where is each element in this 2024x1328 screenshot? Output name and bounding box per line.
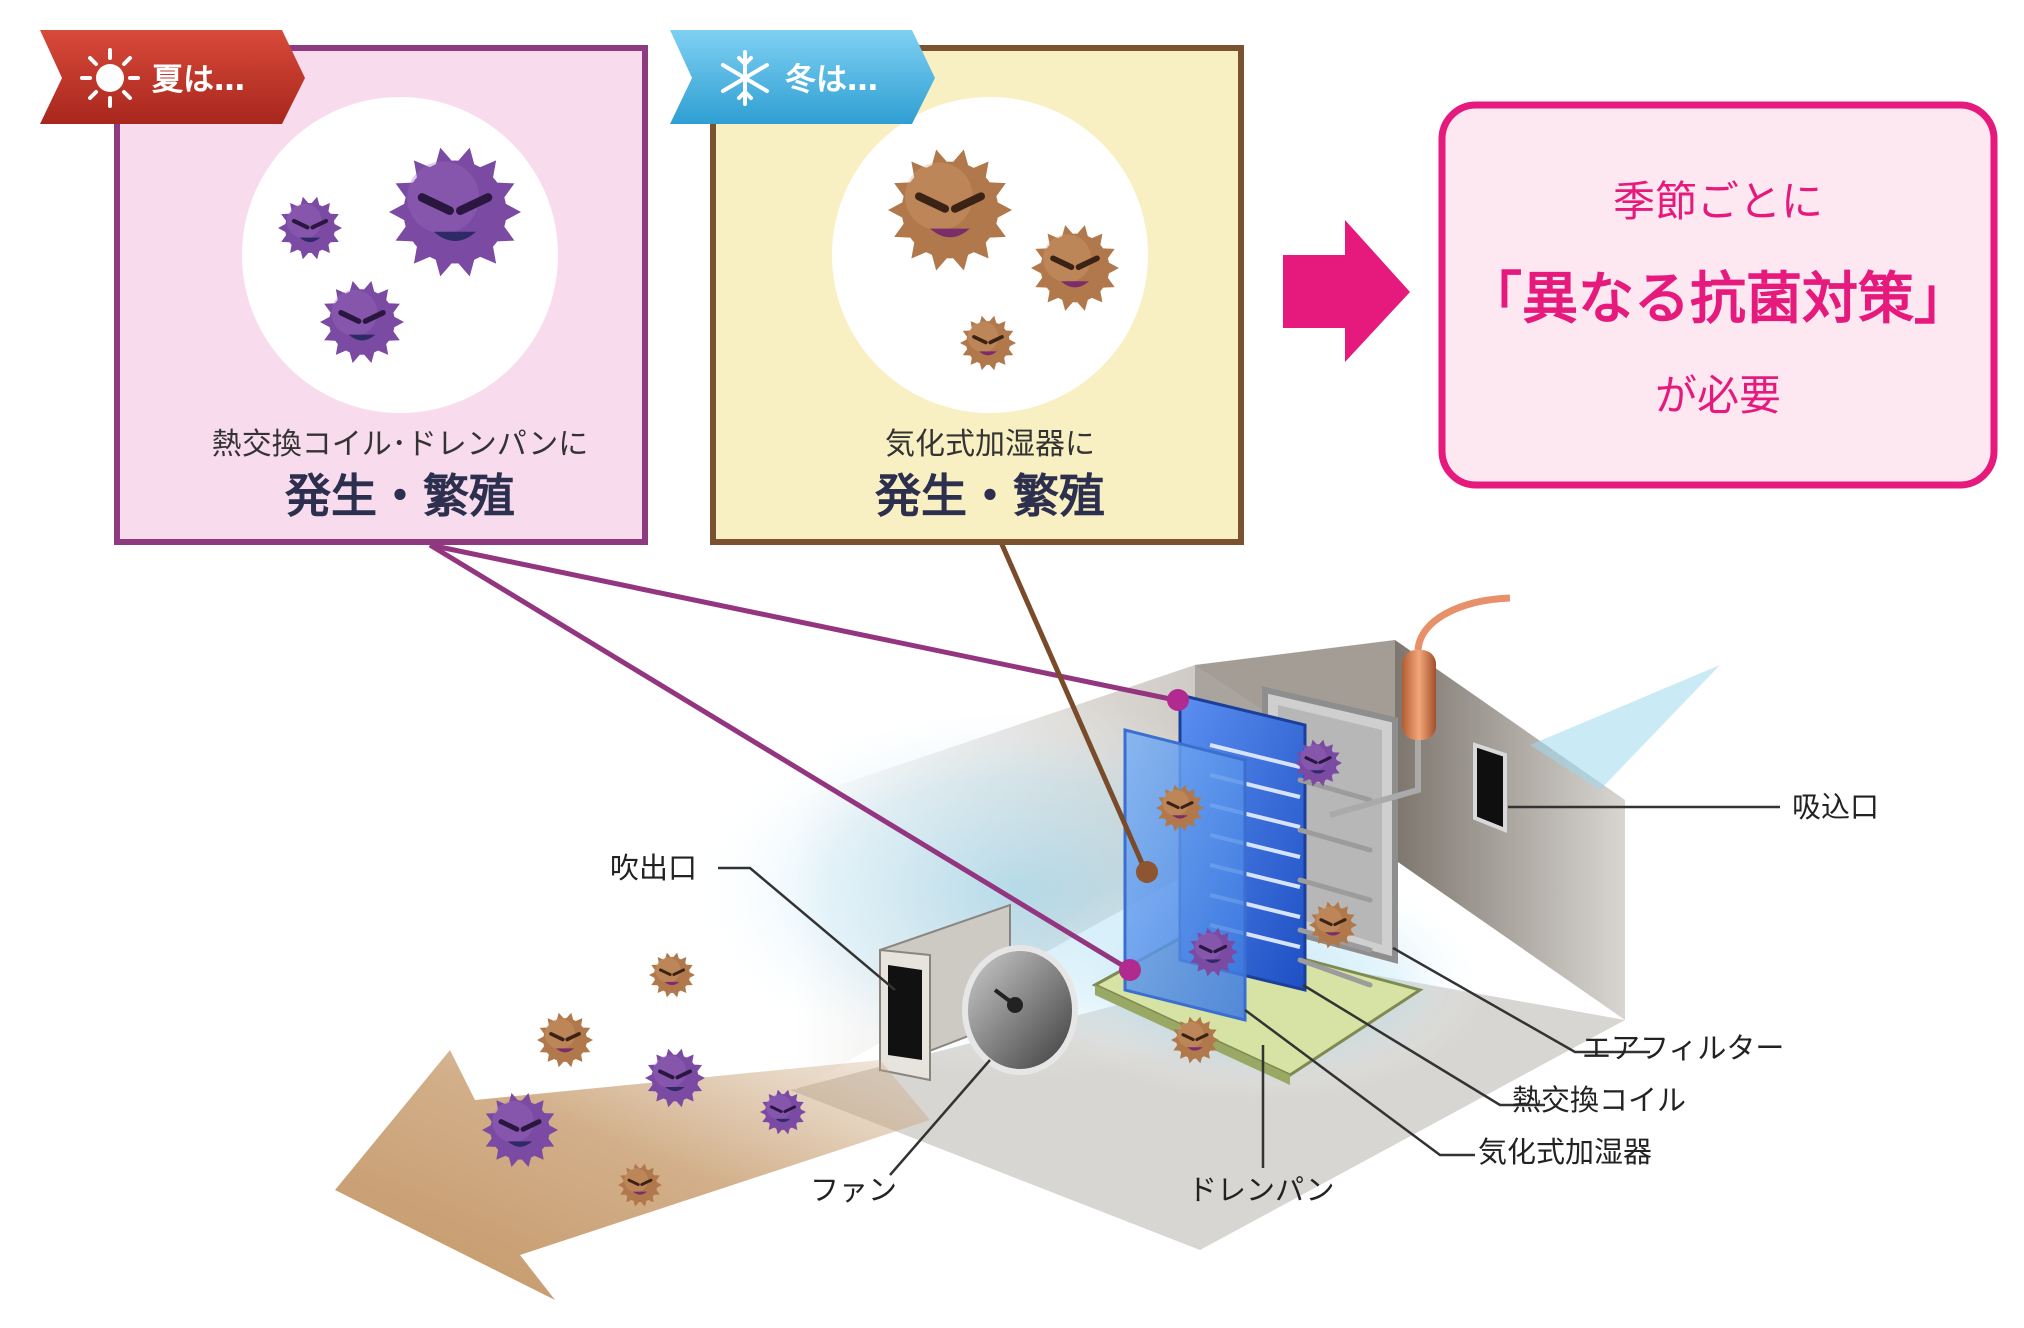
result-line-2: 「異なる抗菌対策」 (1466, 267, 1970, 332)
winter-connector-dot (1136, 861, 1158, 883)
brown-germ-icon (537, 1013, 593, 1068)
outlet-opening (888, 965, 922, 1060)
winter-panel: 気化式加湿器に 発生・繁殖 冬は… (670, 30, 1244, 545)
winter-tag-label: 冬は… (785, 62, 878, 98)
intake-opening (1473, 742, 1507, 833)
summer-caption: 熱交換コイル･ドレンパンに (212, 427, 589, 462)
winter-germ-circle (832, 97, 1148, 413)
label-intake: 吸込口 (1792, 790, 1879, 824)
winter-tag (670, 30, 935, 124)
result-panel: 季節ごとに 「異なる抗菌対策」 が必要 (1438, 101, 1998, 489)
summer-connector-lines (428, 542, 1189, 981)
fan-leader (889, 1059, 991, 1176)
winter-connector-line (997, 538, 1158, 883)
summer-connector-dot-coil (1167, 689, 1189, 711)
result-line-1: 季節ごとに (1613, 177, 1823, 226)
outlet-leader (718, 866, 896, 991)
label-outlet: 吹出口 (610, 851, 697, 885)
summer-germ-circle (242, 97, 558, 413)
label-humidifier: 気化式加湿器 (1478, 1135, 1652, 1169)
intake-airflow (1530, 665, 1720, 790)
sun-icon (80, 48, 140, 108)
brown-germ-icon (649, 953, 695, 998)
winter-emphasis: 発生・繁殖 (875, 469, 1105, 523)
right-arrow-icon (1283, 220, 1410, 362)
label-fan: ファン (810, 1173, 897, 1207)
unit-side-wall (1395, 640, 1625, 1020)
fan-blade (993, 988, 1017, 1007)
label-heat-exchanger: 熱交換コイル (1512, 1083, 1686, 1117)
winter-caption: 気化式加湿器に (885, 427, 1095, 462)
callouts: 吸込口 吹出口 エアフィルター 熱交換コイル 気化式加湿器 ドレンパン ファン (610, 790, 1879, 1207)
result-line-3: が必要 (1655, 371, 1781, 420)
refrigerant-pipe (1402, 650, 1436, 740)
summer-panel: 熱交換コイル･ドレンパンに 発生・繁殖 夏は… (40, 30, 648, 545)
summer-tag (40, 30, 305, 124)
refrigerant-pipe-top (1414, 594, 1511, 651)
result-box (1438, 101, 1998, 489)
label-air-filter: エアフィルター (1582, 1031, 1784, 1065)
summer-connector-dot-pan (1119, 959, 1141, 981)
summer-emphasis: 発生・繁殖 (285, 469, 515, 523)
heat-exchanger-leader (1302, 983, 1545, 1107)
snowflake-icon (721, 50, 769, 106)
air-filter-leader (1392, 946, 1650, 1054)
refrigerant-pipe-lower (1329, 740, 1421, 818)
label-drain-pan: ドレンパン (1188, 1173, 1334, 1207)
summer-tag-label: 夏は… (152, 62, 245, 98)
humidifier-leader (1244, 1008, 1475, 1157)
